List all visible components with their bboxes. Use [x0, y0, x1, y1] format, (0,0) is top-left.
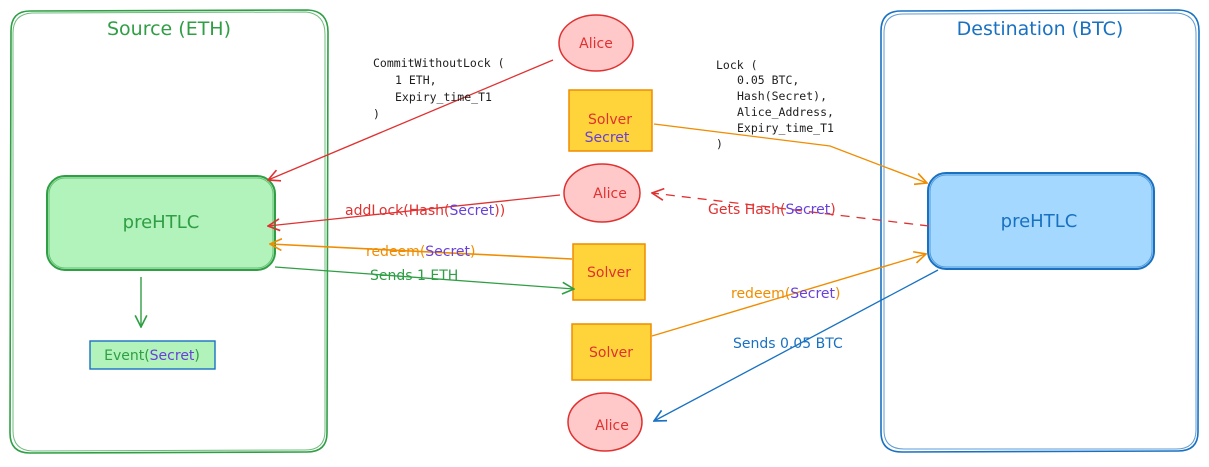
lock-line-2: 0.05 BTC, — [737, 73, 799, 87]
destination-chain-title: Destination (BTC) — [957, 18, 1124, 40]
redeem-source-arrow — [270, 244, 573, 260]
solver-mid-label: Solver — [587, 265, 631, 281]
gets-hash-prefix: Gets Hash( — [708, 202, 785, 218]
source-event-box: Event(Secret) — [89, 277, 216, 370]
alice-mid-label: Alice — [593, 186, 627, 202]
source-chain-panel: Source (ETH) — [9, 9, 329, 454]
solver-mid-box[interactable]: Solver — [572, 243, 646, 301]
addlock-arrow — [268, 194, 561, 226]
commit-line-4: ) — [373, 107, 380, 121]
redeem-source-label: redeem(Secret) — [366, 244, 476, 260]
addlock-suffix: )) — [494, 203, 505, 219]
destination-prehtlc-contract[interactable]: preHTLC — [927, 172, 1155, 270]
commit-message: CommitWithoutLock ( 1 ETH, Expiry_time_T… — [373, 56, 505, 121]
commit-arrow — [268, 59, 554, 180]
lock-line-6: ) — [716, 137, 723, 151]
commit-line-1: CommitWithoutLock ( — [373, 56, 505, 70]
destination-chain-panel: Destination (BTC) — [880, 9, 1200, 453]
event-prefix: Event( — [104, 348, 150, 364]
event-secret: Secret — [150, 348, 195, 364]
alice-top-label: Alice — [579, 36, 613, 52]
addlock-prefix: addLock(Hash( — [345, 203, 449, 219]
sends-btc-arrow — [654, 269, 939, 421]
sends-btc-label: Sends 0.05 BTC — [733, 336, 843, 352]
gets-hash-arrow — [652, 193, 930, 227]
redeem-destination-arrow — [651, 254, 926, 337]
sends-eth-arrow — [274, 266, 574, 289]
source-prehtlc-contract[interactable]: preHTLC — [46, 175, 276, 271]
event-label: Event(Secret) — [104, 348, 200, 364]
source-chain-title: Source (ETH) — [107, 18, 231, 40]
redeem-destination-suffix: ) — [835, 286, 840, 302]
redeem-source-prefix: redeem( — [366, 244, 425, 260]
lock-line-1: Lock ( — [716, 58, 758, 72]
alice-top[interactable]: Alice — [558, 14, 634, 72]
commit-line-3: Expiry_time_T1 — [395, 90, 492, 104]
solver-secret-label-2: Secret — [585, 130, 630, 146]
destination-prehtlc-label: preHTLC — [1001, 211, 1078, 232]
redeem-destination-label: redeem(Secret) — [731, 286, 841, 302]
redeem-destination-prefix: redeem( — [731, 286, 790, 302]
lock-line-4: Alice_Address, — [737, 105, 834, 119]
addlock-secret: Secret — [449, 203, 494, 219]
solver-low-box[interactable]: Solver — [571, 323, 652, 381]
gets-hash-secret: Secret — [785, 202, 830, 218]
event-suffix: ) — [194, 348, 199, 364]
source-prehtlc-label: preHTLC — [123, 212, 200, 233]
solver-secret-box[interactable]: Solver Secret — [568, 89, 653, 152]
alice-bottom[interactable]: Alice — [567, 392, 643, 452]
redeem-destination-secret: Secret — [790, 286, 835, 302]
lock-line-5: Expiry_time_T1 — [737, 121, 834, 135]
gets-hash-suffix: ) — [830, 202, 835, 218]
alice-bottom-label: Alice — [595, 418, 629, 434]
solver-secret-label-1: Solver — [588, 112, 632, 128]
lock-line-3: Hash(Secret), — [737, 89, 827, 103]
gets-hash-label: Gets Hash(Secret) — [708, 202, 836, 218]
lock-message: Lock ( 0.05 BTC, Hash(Secret), Alice_Add… — [716, 58, 834, 151]
alice-mid[interactable]: Alice — [563, 163, 641, 223]
commit-line-2: 1 ETH, — [395, 73, 437, 87]
lock-arrow — [653, 123, 927, 183]
redeem-source-secret: Secret — [425, 244, 470, 260]
addlock-label: addLock(Hash(Secret)) — [345, 203, 505, 219]
solver-low-label: Solver — [589, 345, 633, 361]
sends-eth-label: Sends 1 ETH — [370, 268, 458, 284]
redeem-source-suffix: ) — [470, 244, 475, 260]
